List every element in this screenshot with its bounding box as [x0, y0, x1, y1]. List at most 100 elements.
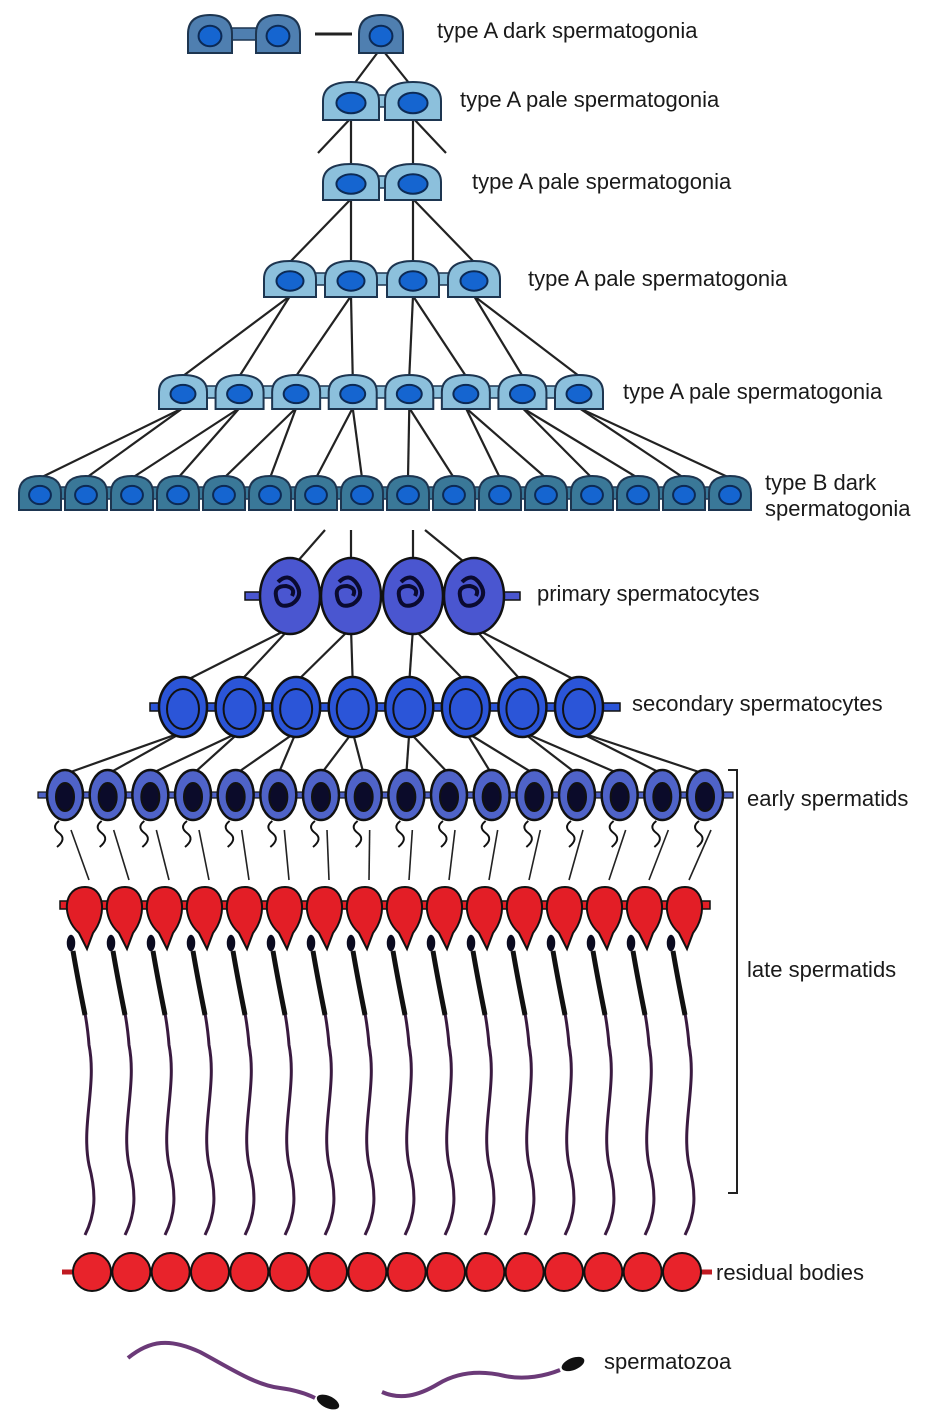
lineage-line [351, 296, 353, 376]
sperm-midpiece [433, 951, 445, 1015]
sperm-tail [633, 951, 654, 1235]
lineage-line [649, 830, 668, 880]
sperm-tail [233, 951, 254, 1235]
nucleus [443, 486, 465, 504]
nucleus [483, 783, 501, 811]
lineage-line [369, 830, 370, 880]
nucleus [611, 783, 629, 811]
lineage-line [522, 732, 619, 774]
sperm-midpiece [633, 951, 645, 1015]
lineage-line [413, 628, 466, 682]
lineage-line [413, 296, 466, 376]
stage-label: residual bodies [716, 1260, 864, 1285]
sperm-midpiece [353, 951, 365, 1015]
sperm-tail [433, 951, 454, 1235]
cytoplasmic-bridge [290, 273, 474, 285]
lineage-line [114, 830, 129, 880]
lineage-line [321, 732, 353, 774]
lineage-line [351, 628, 353, 682]
stage-label: type A dark spermatogonia [437, 18, 698, 43]
sperm-head [506, 934, 516, 952]
lineage-line [240, 628, 290, 682]
early-flagellum [439, 821, 447, 847]
sperm-midpiece [553, 951, 565, 1015]
sperm-head [626, 934, 636, 952]
nucleus [399, 271, 426, 290]
residual-body [309, 1253, 347, 1291]
sperm-head [466, 934, 476, 952]
nucleus [393, 689, 425, 729]
lineage-line [413, 118, 446, 153]
stage-label: type A pale spermatogonia [528, 266, 788, 291]
lineage-line [71, 830, 89, 880]
nucleus [199, 26, 222, 47]
lineage-line [86, 408, 183, 478]
spermatid-bracket [728, 770, 737, 1193]
lineage-line [579, 732, 705, 774]
sperm-head [306, 934, 316, 952]
lineage-line [474, 628, 579, 682]
nucleus [224, 689, 256, 729]
nucleus [337, 689, 369, 729]
early-flagellum [183, 821, 191, 847]
sperm-midpiece [513, 951, 525, 1015]
nucleus [355, 783, 373, 811]
residual-body [152, 1253, 190, 1291]
residual-body [584, 1253, 622, 1291]
sperm-tail [553, 951, 574, 1235]
early-flagellum [567, 821, 575, 847]
nucleus [627, 486, 649, 504]
nucleus [673, 486, 695, 504]
stage-label: type A pale spermatogonia [460, 87, 720, 112]
sperm-midpiece [113, 951, 125, 1015]
lineage-line [474, 628, 522, 682]
primary-spermatocyte [260, 558, 320, 634]
lineage-line [408, 408, 409, 478]
sperm-tail [73, 951, 94, 1235]
nucleus [337, 271, 364, 290]
sperm-head [266, 934, 276, 952]
lineage-line [242, 830, 249, 880]
nucleus [696, 783, 714, 811]
nucleus [171, 385, 196, 403]
nucleus [227, 385, 252, 403]
sperm-head [66, 934, 76, 952]
nucleus [29, 486, 51, 504]
stage-label: late spermatids [747, 957, 896, 982]
sperm-head [386, 934, 396, 952]
nucleus [653, 783, 671, 811]
nucleus [167, 689, 199, 729]
spermatozoon-head [315, 1391, 342, 1412]
sperm-tail [273, 951, 294, 1235]
nucleus [525, 783, 543, 811]
nucleus [398, 174, 427, 193]
lineage-line [489, 830, 498, 880]
lineage-line [579, 408, 684, 478]
stage-label: type A pale spermatogonia [472, 169, 732, 194]
lineage-line [466, 732, 492, 774]
stage-label: secondary spermatocytes [632, 691, 883, 716]
lineage-line [40, 408, 183, 478]
sperm-tail [593, 951, 614, 1235]
residual-body [348, 1253, 386, 1291]
lineage-line [290, 199, 351, 262]
nucleus [312, 783, 330, 811]
lineage-line [193, 732, 240, 774]
nucleus [510, 385, 535, 403]
nucleus [460, 271, 487, 290]
sperm-midpiece [313, 951, 325, 1015]
residual-body [506, 1253, 544, 1291]
sperm-tail [353, 951, 374, 1235]
nucleus [397, 783, 415, 811]
residual-body [388, 1253, 426, 1291]
lineage-line [183, 628, 290, 682]
early-flagellum [354, 821, 362, 847]
sperm-tail [313, 951, 334, 1235]
lineage-line [199, 830, 209, 880]
residual-body [545, 1253, 583, 1291]
lineage-line [409, 296, 413, 376]
stage-label: spermatozoa [604, 1349, 732, 1374]
nucleus [453, 385, 478, 403]
nucleus [581, 486, 603, 504]
